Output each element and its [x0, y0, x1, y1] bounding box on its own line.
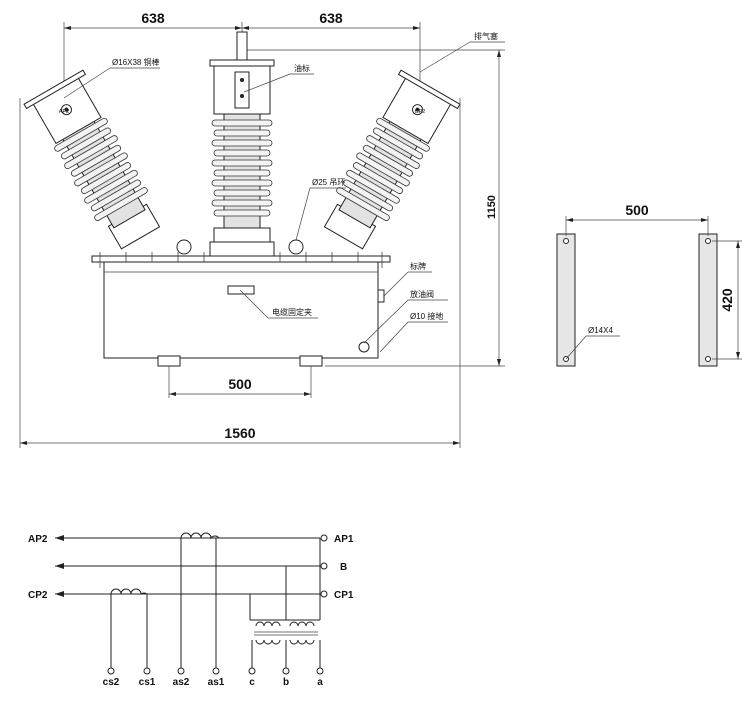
left-bushing	[23, 69, 161, 250]
transformer-tank	[91, 239, 391, 367]
wire-label-as2: as2	[173, 677, 190, 688]
top-dimension-lines	[63, 22, 421, 98]
wiring-diagram	[55, 532, 328, 675]
callout-drain-valve: 放油阀	[410, 289, 434, 299]
callout-cable-clamp: 电缆固定夹	[272, 307, 312, 317]
dim-total-height: 1150	[486, 195, 498, 219]
wire-label-b: B	[340, 562, 347, 573]
wire-label-cp1: CP1	[334, 590, 354, 601]
bushing-label-right: CP2	[415, 109, 426, 115]
callout-bracket-hole: Ø14X4	[588, 326, 613, 335]
wire-label-as1: as1	[208, 677, 225, 688]
width-dimension	[19, 98, 461, 448]
wire-label-cs2: cs2	[103, 677, 120, 688]
dim-left-spacing: 638	[141, 10, 165, 26]
wire-label-c: c	[249, 677, 255, 688]
wire-label-ap2: AP2	[28, 534, 48, 545]
bushing-label-left: AP2	[59, 109, 69, 115]
wire-label-cp2: CP2	[28, 590, 48, 601]
dim-base-spacing: 500	[228, 376, 252, 392]
dim-right-spacing: 638	[319, 10, 343, 26]
height-dimension	[242, 49, 505, 367]
callout-nameplate: 标牌	[410, 261, 426, 271]
right-bushing	[323, 69, 461, 250]
callout-lifting-ring: Ø25 吊环	[312, 178, 345, 187]
wire-label-ap1: AP1	[334, 534, 354, 545]
callout-ground: Ø10 接地	[410, 311, 443, 321]
dim-total-width: 1560	[224, 425, 255, 441]
dim-bracket-height: 420	[719, 288, 735, 312]
callout-leaders	[63, 41, 505, 353]
wire-label-b-bottom: b	[283, 677, 289, 688]
callout-terminal: Ø16X38 铜棒	[112, 57, 160, 67]
dim-bracket-spacing: 500	[625, 202, 649, 218]
callout-oil-gauge: 油标	[294, 63, 310, 73]
wire-label-a: a	[317, 677, 323, 688]
mounting-brackets	[556, 216, 742, 367]
wire-label-cs1: cs1	[139, 677, 156, 688]
center-bushing	[209, 31, 275, 257]
base-dimension	[168, 366, 312, 398]
callout-vent-cap: 排气塞	[474, 31, 498, 41]
